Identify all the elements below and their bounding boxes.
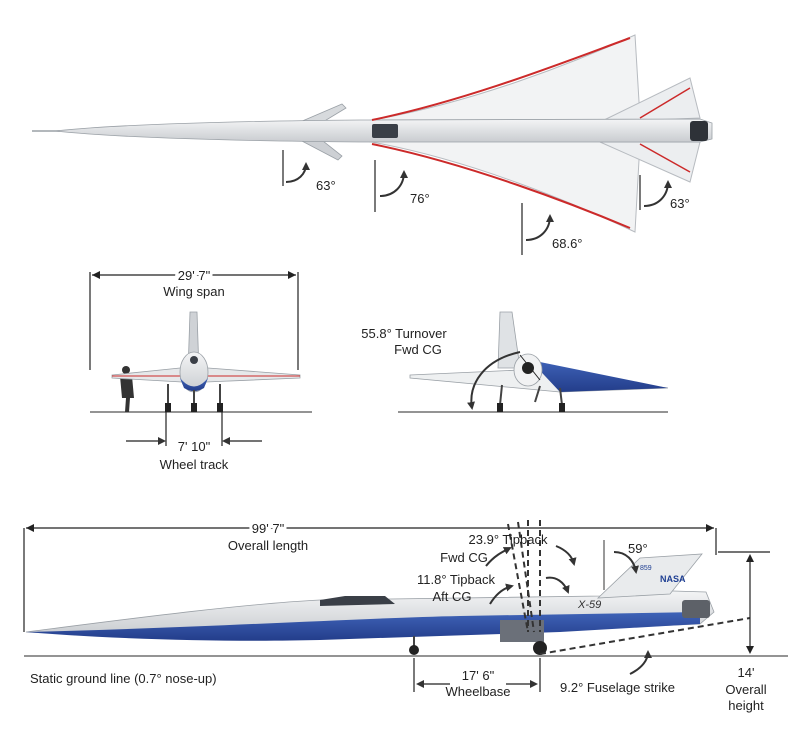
front-view: 29' 7" Wing span 7' 10" Wheel track	[89, 265, 312, 472]
height-label-1: Overall	[725, 682, 766, 697]
wheelbase-value: 17' 6"	[462, 668, 495, 683]
tail-logo: NASA	[660, 574, 686, 584]
turnover-view: 55.8° Turnover Fwd CG	[361, 311, 669, 413]
top-angle-3: 68.6°	[521, 203, 583, 255]
ground-line-label: Static ground line (0.7° nose-up)	[30, 671, 217, 686]
overall-length-label: Overall length	[228, 538, 308, 553]
side-view: 99' 7" Overall length NASA 859 X-59 23.9…	[23, 518, 788, 713]
height-value: 14'	[738, 665, 755, 680]
wheel-track-value: 7' 10"	[178, 439, 211, 454]
wheel-track-label: Wheel track	[160, 457, 229, 472]
top-angle-2: 76°	[374, 160, 430, 212]
overall-length-value: 99' 7"	[252, 521, 285, 536]
tail-number: 859	[640, 565, 652, 572]
tail-angle-label: 59°	[628, 541, 648, 556]
top-angle-1: 63°	[282, 150, 336, 193]
turnover-label-1: 55.8° Turnover	[361, 326, 447, 341]
tipback-fwd-line2: Fwd CG	[440, 550, 488, 565]
tipback-fwd-line1: 23.9° Tipback	[469, 532, 548, 547]
top-angle-4-label: 63°	[670, 196, 690, 211]
wing-span-value: 29' 7"	[178, 268, 211, 283]
top-angle-2-label: 76°	[410, 191, 430, 206]
tipback-aft-line2: Aft CG	[432, 589, 471, 604]
turnover-label-2: Fwd CG	[394, 342, 442, 357]
aircraft-name: X-59	[577, 599, 601, 611]
tipback-aft-line1: 11.8° Tipback	[417, 572, 495, 587]
fuselage-strike-label: 9.2° Fuselage strike	[560, 680, 675, 695]
height-label-2: height	[728, 698, 764, 713]
person-silhouette	[120, 366, 134, 412]
wing-span-label: Wing span	[163, 284, 224, 299]
top-angle-4: 63°	[639, 175, 690, 211]
top-view-aircraft	[32, 34, 713, 233]
top-angle-1-label: 63°	[316, 178, 336, 193]
wheelbase-label: Wheelbase	[445, 684, 510, 699]
top-angle-3-label: 68.6°	[552, 236, 583, 251]
